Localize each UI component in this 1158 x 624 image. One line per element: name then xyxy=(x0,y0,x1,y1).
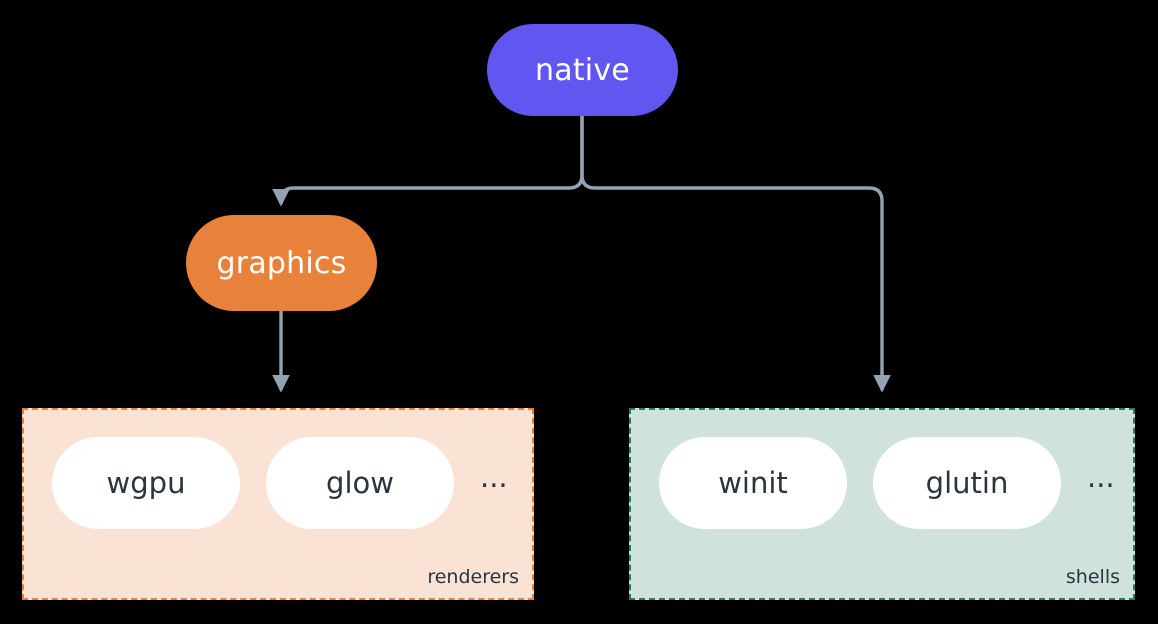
node-glutin[interactable]: glutin xyxy=(873,437,1061,529)
node-winit-label: winit xyxy=(718,466,788,500)
node-graphics-label: graphics xyxy=(216,245,347,281)
edge-native-to-graphics xyxy=(272,116,584,207)
cluster-renderers-label: renderers xyxy=(427,566,519,588)
shells-ellipsis: ... xyxy=(1087,459,1115,494)
edge-native-to-shells xyxy=(580,116,891,393)
node-graphics[interactable]: graphics xyxy=(186,215,377,311)
cluster-shells[interactable]: winit glutin ... shells xyxy=(629,408,1135,600)
cluster-shells-items: winit glutin ... xyxy=(631,437,1133,529)
cluster-shells-label: shells xyxy=(1065,566,1120,588)
node-winit[interactable]: winit xyxy=(659,437,847,529)
node-wgpu[interactable]: wgpu xyxy=(52,437,240,529)
cluster-renderers-items: wgpu glow ... xyxy=(24,437,532,529)
node-glow-label: glow xyxy=(326,466,394,500)
node-native[interactable]: native xyxy=(487,24,678,116)
node-native-label: native xyxy=(535,52,630,88)
cluster-renderers[interactable]: wgpu glow ... renderers xyxy=(22,408,534,600)
node-glow[interactable]: glow xyxy=(266,437,454,529)
node-wgpu-label: wgpu xyxy=(106,466,186,500)
node-glutin-label: glutin xyxy=(925,466,1009,500)
renderers-ellipsis: ... xyxy=(480,459,508,494)
